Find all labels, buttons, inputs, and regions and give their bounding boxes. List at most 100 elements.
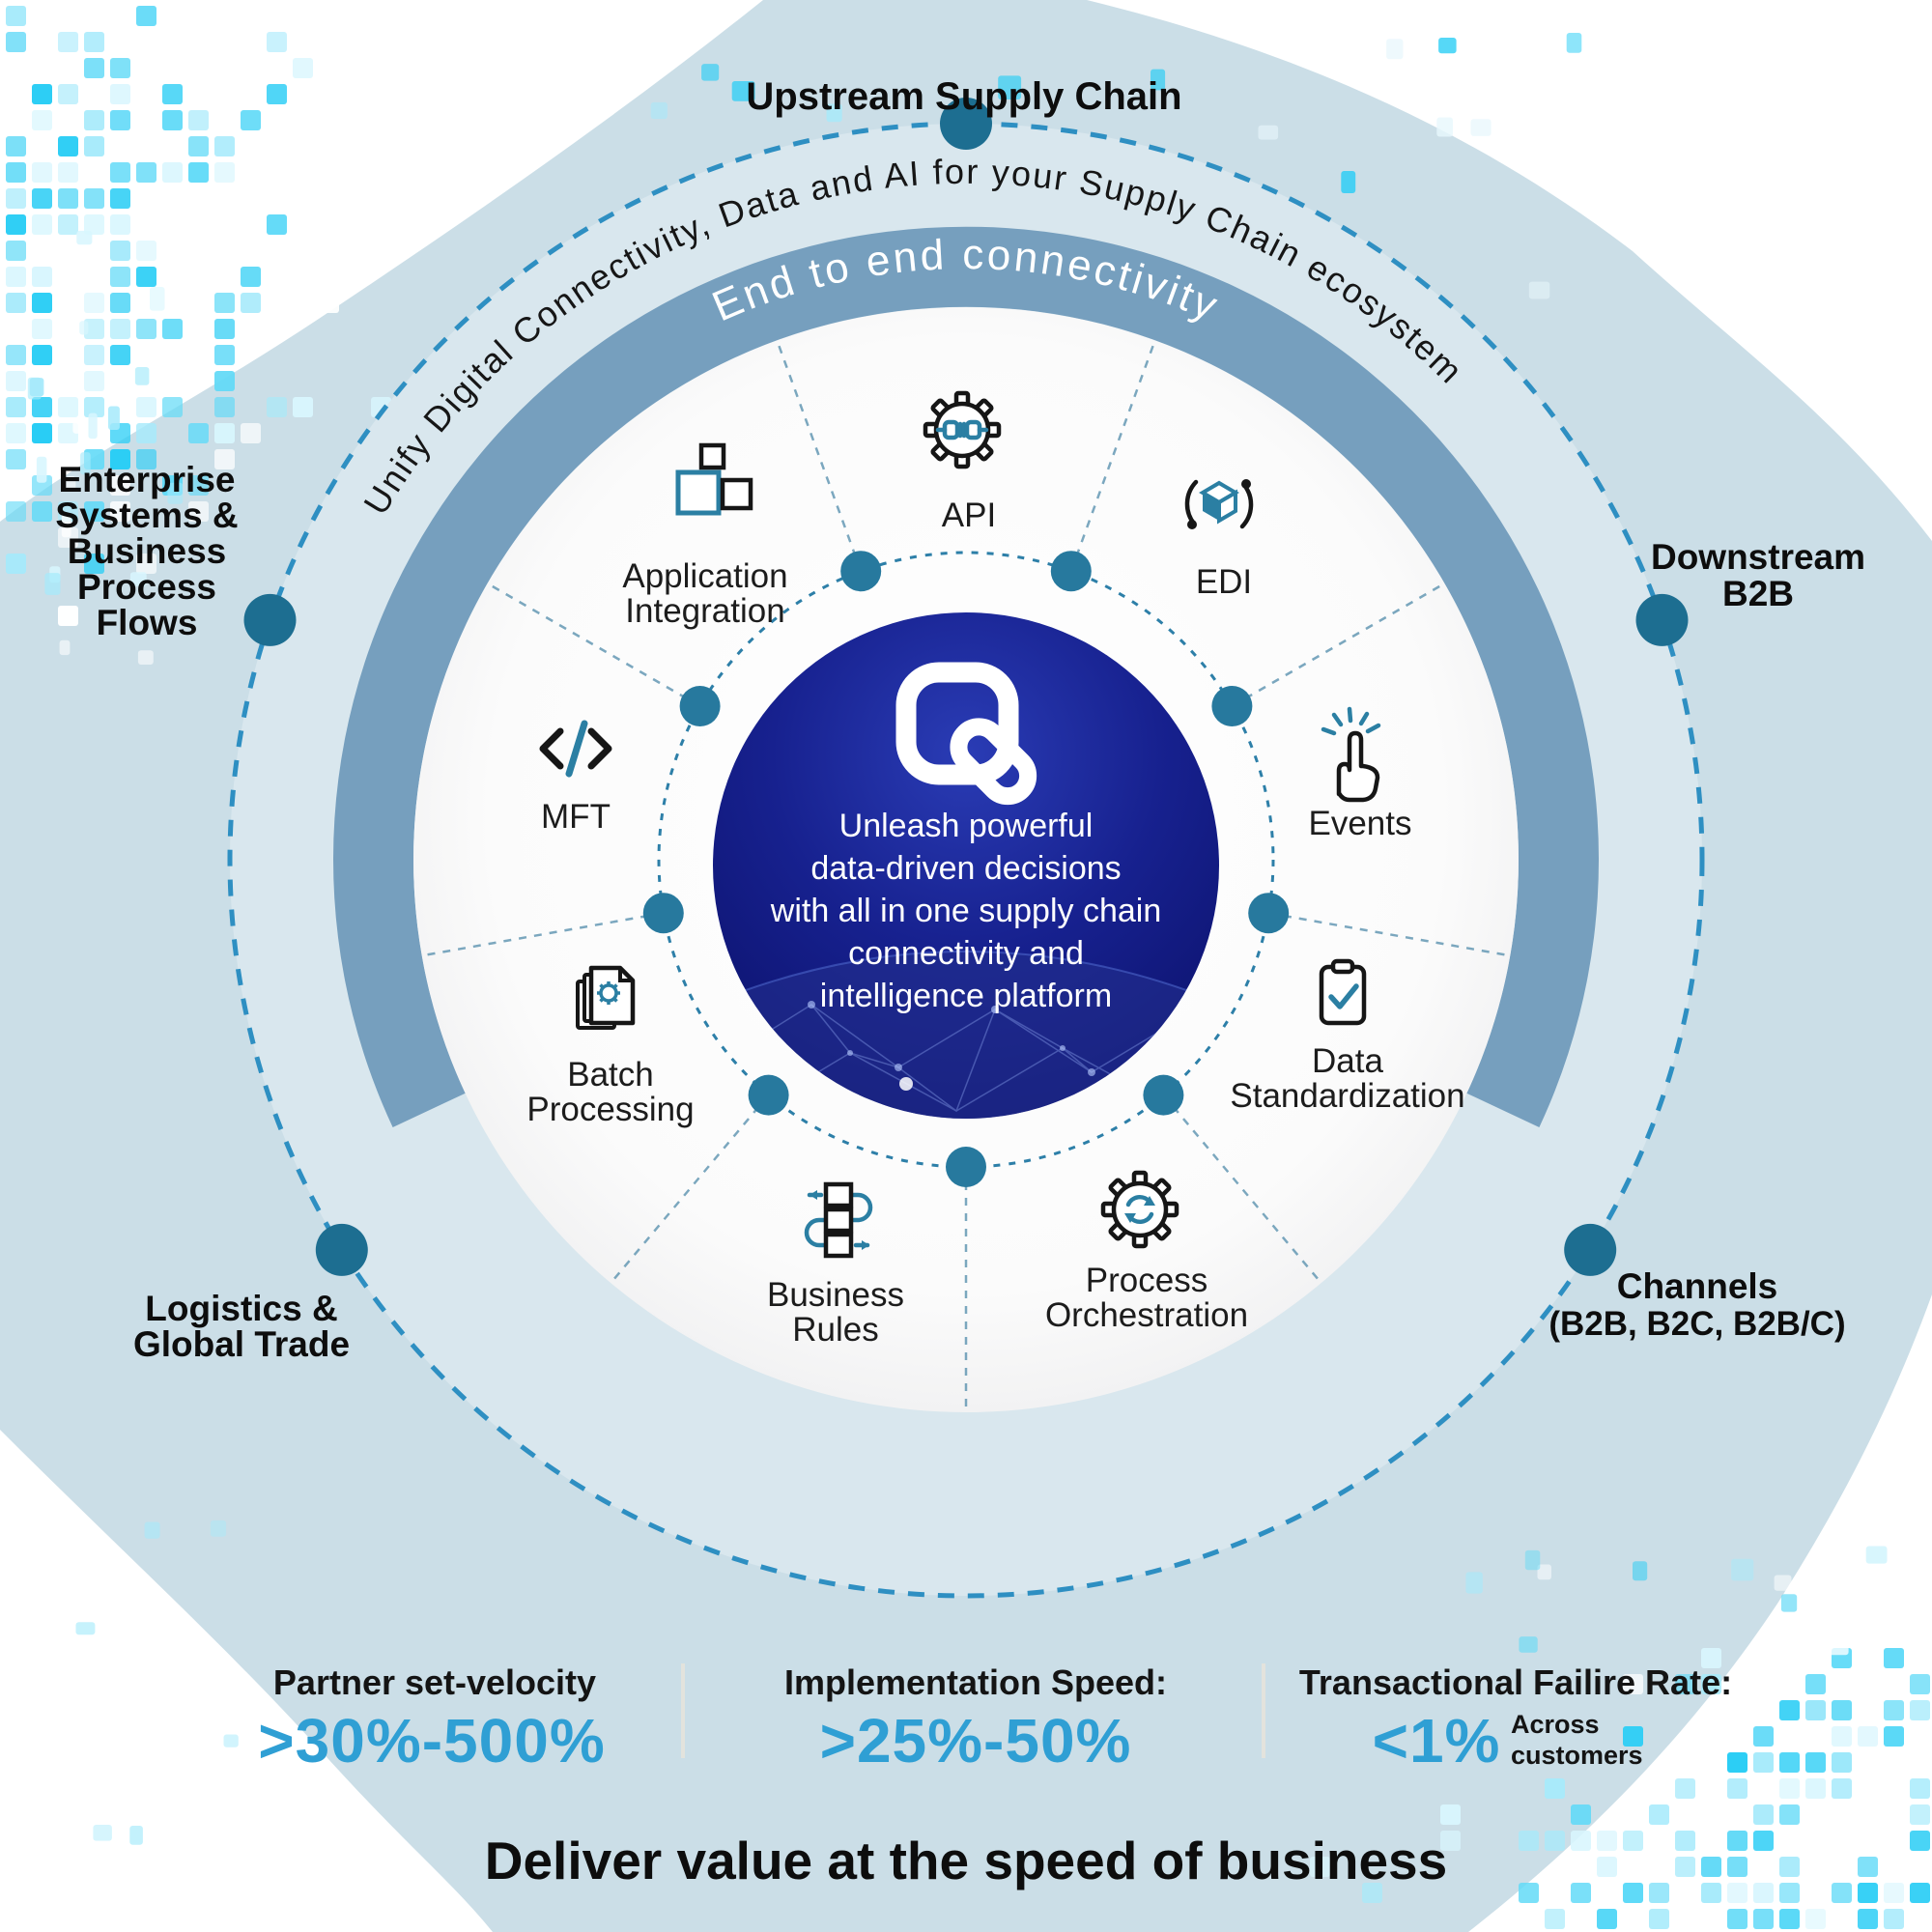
pixel-square [267,32,287,52]
pixel-square [1341,171,1356,193]
pixel-square [1597,1909,1617,1929]
pixel-square [1701,1648,1721,1668]
pixel-square [137,650,154,665]
pixel-square [84,319,104,339]
pixel-square [1727,1831,1747,1851]
pixel-square [1727,1804,1747,1825]
pixel-square [998,75,1022,99]
pixel-square [136,267,156,287]
pixel-square [32,423,52,443]
outer-dashed-circle [227,121,1705,1599]
pixel-square [1436,117,1453,137]
inner-node [642,893,684,934]
pixel-square [162,162,183,183]
svg-text:Unleash powerful: Unleash powerful [839,808,1094,844]
pixel-square [167,482,184,504]
pixel-square [6,32,26,52]
pixel-square [214,162,235,183]
pixel-square [162,6,183,26]
svg-text:Events: Events [1309,805,1412,842]
pixel-square [32,397,52,417]
pixel-square [293,188,313,209]
pixel-square [6,345,26,365]
outer-node-channels [1564,1223,1617,1276]
pixel-square [84,371,104,391]
pixel-square [1832,1752,1852,1773]
pixel-square [1884,1648,1904,1668]
pixel-square [136,397,156,417]
label-upstream-supply-chain: Upstream Supply Chain [746,75,1181,118]
pixel-square [1832,1778,1852,1799]
pixel-square [84,293,104,313]
segment-batch-processing: Batch Processing [526,965,695,1128]
pixel-square [1805,1909,1826,1929]
inner-node [748,1074,789,1116]
segment-data-standardization: Data Standardization [1230,958,1465,1115]
pixel-square [1438,38,1457,54]
pixel-square [214,397,235,417]
pixel-square [188,475,209,496]
pixel-square [110,241,130,261]
pixel-square [79,321,89,335]
pixel-square [162,397,183,417]
svg-text:Flows: Flows [97,603,198,642]
pixel-square [1701,1857,1721,1877]
pixel-square [162,84,183,104]
footer-headline: Deliver value at the speed of business [485,1831,1447,1890]
pixel-square [1753,1804,1774,1825]
pixel-square [1310,1857,1330,1877]
pixel-square [58,162,78,183]
pixel-square [1910,1700,1930,1720]
pixel-square [267,397,287,417]
pixel-square [1731,1558,1754,1581]
pixel-square [32,501,52,522]
pixel-square [214,319,235,339]
label-downstream-b2b: Downstream B2B [1651,537,1865,613]
svg-text:EDI: EDI [1196,563,1252,601]
pixel-square [6,110,26,130]
pixel-square [6,84,26,104]
pixel-square [6,214,26,235]
svg-text:Standardization: Standardization [1230,1077,1464,1115]
pixel-square [61,513,71,538]
pixel-square [1727,1909,1747,1929]
pixel-square [650,101,668,120]
pixel-square [188,188,209,209]
svg-text:>25%-50%: >25%-50% [820,1706,1132,1776]
svg-text:Global Trade: Global Trade [133,1324,350,1364]
svg-text:data-driven decisions: data-driven decisions [810,850,1121,887]
pixel-square [701,64,720,81]
pixel-square [136,241,156,261]
pixel-square [6,449,26,469]
pixel-square [1832,1883,1852,1903]
pixel-square [1858,1909,1878,1929]
center-globe-decoration [719,951,1213,1119]
pixel-square [6,293,26,313]
pixel-square [79,241,91,260]
inner-node [946,1147,986,1187]
pixel-square [1753,1831,1774,1851]
pixel-square [84,32,104,52]
pixel-square [6,267,26,287]
pixel-square [293,110,313,130]
segment-dividers [425,343,1507,1408]
pixel-square [1649,1909,1669,1929]
pixel-square [1858,1857,1878,1877]
pixel-square [72,420,88,434]
pixel-square [58,397,78,417]
pixel-square [13,473,24,489]
pixel-square [110,58,130,78]
segment-events: Events [1309,706,1412,842]
pixel-square [345,136,365,156]
pixel-square [1865,1546,1888,1564]
pixel-square [110,162,130,183]
pixel-square [76,230,93,245]
pixel-square [1753,1857,1774,1877]
pixel-square [136,6,156,26]
stat-implementation-speed: Implementation Speed: >25%-50% [784,1662,1167,1776]
pixel-square [110,319,130,339]
pixel-square [826,103,842,123]
pixel-square [267,241,287,261]
pixel-square [110,475,130,496]
